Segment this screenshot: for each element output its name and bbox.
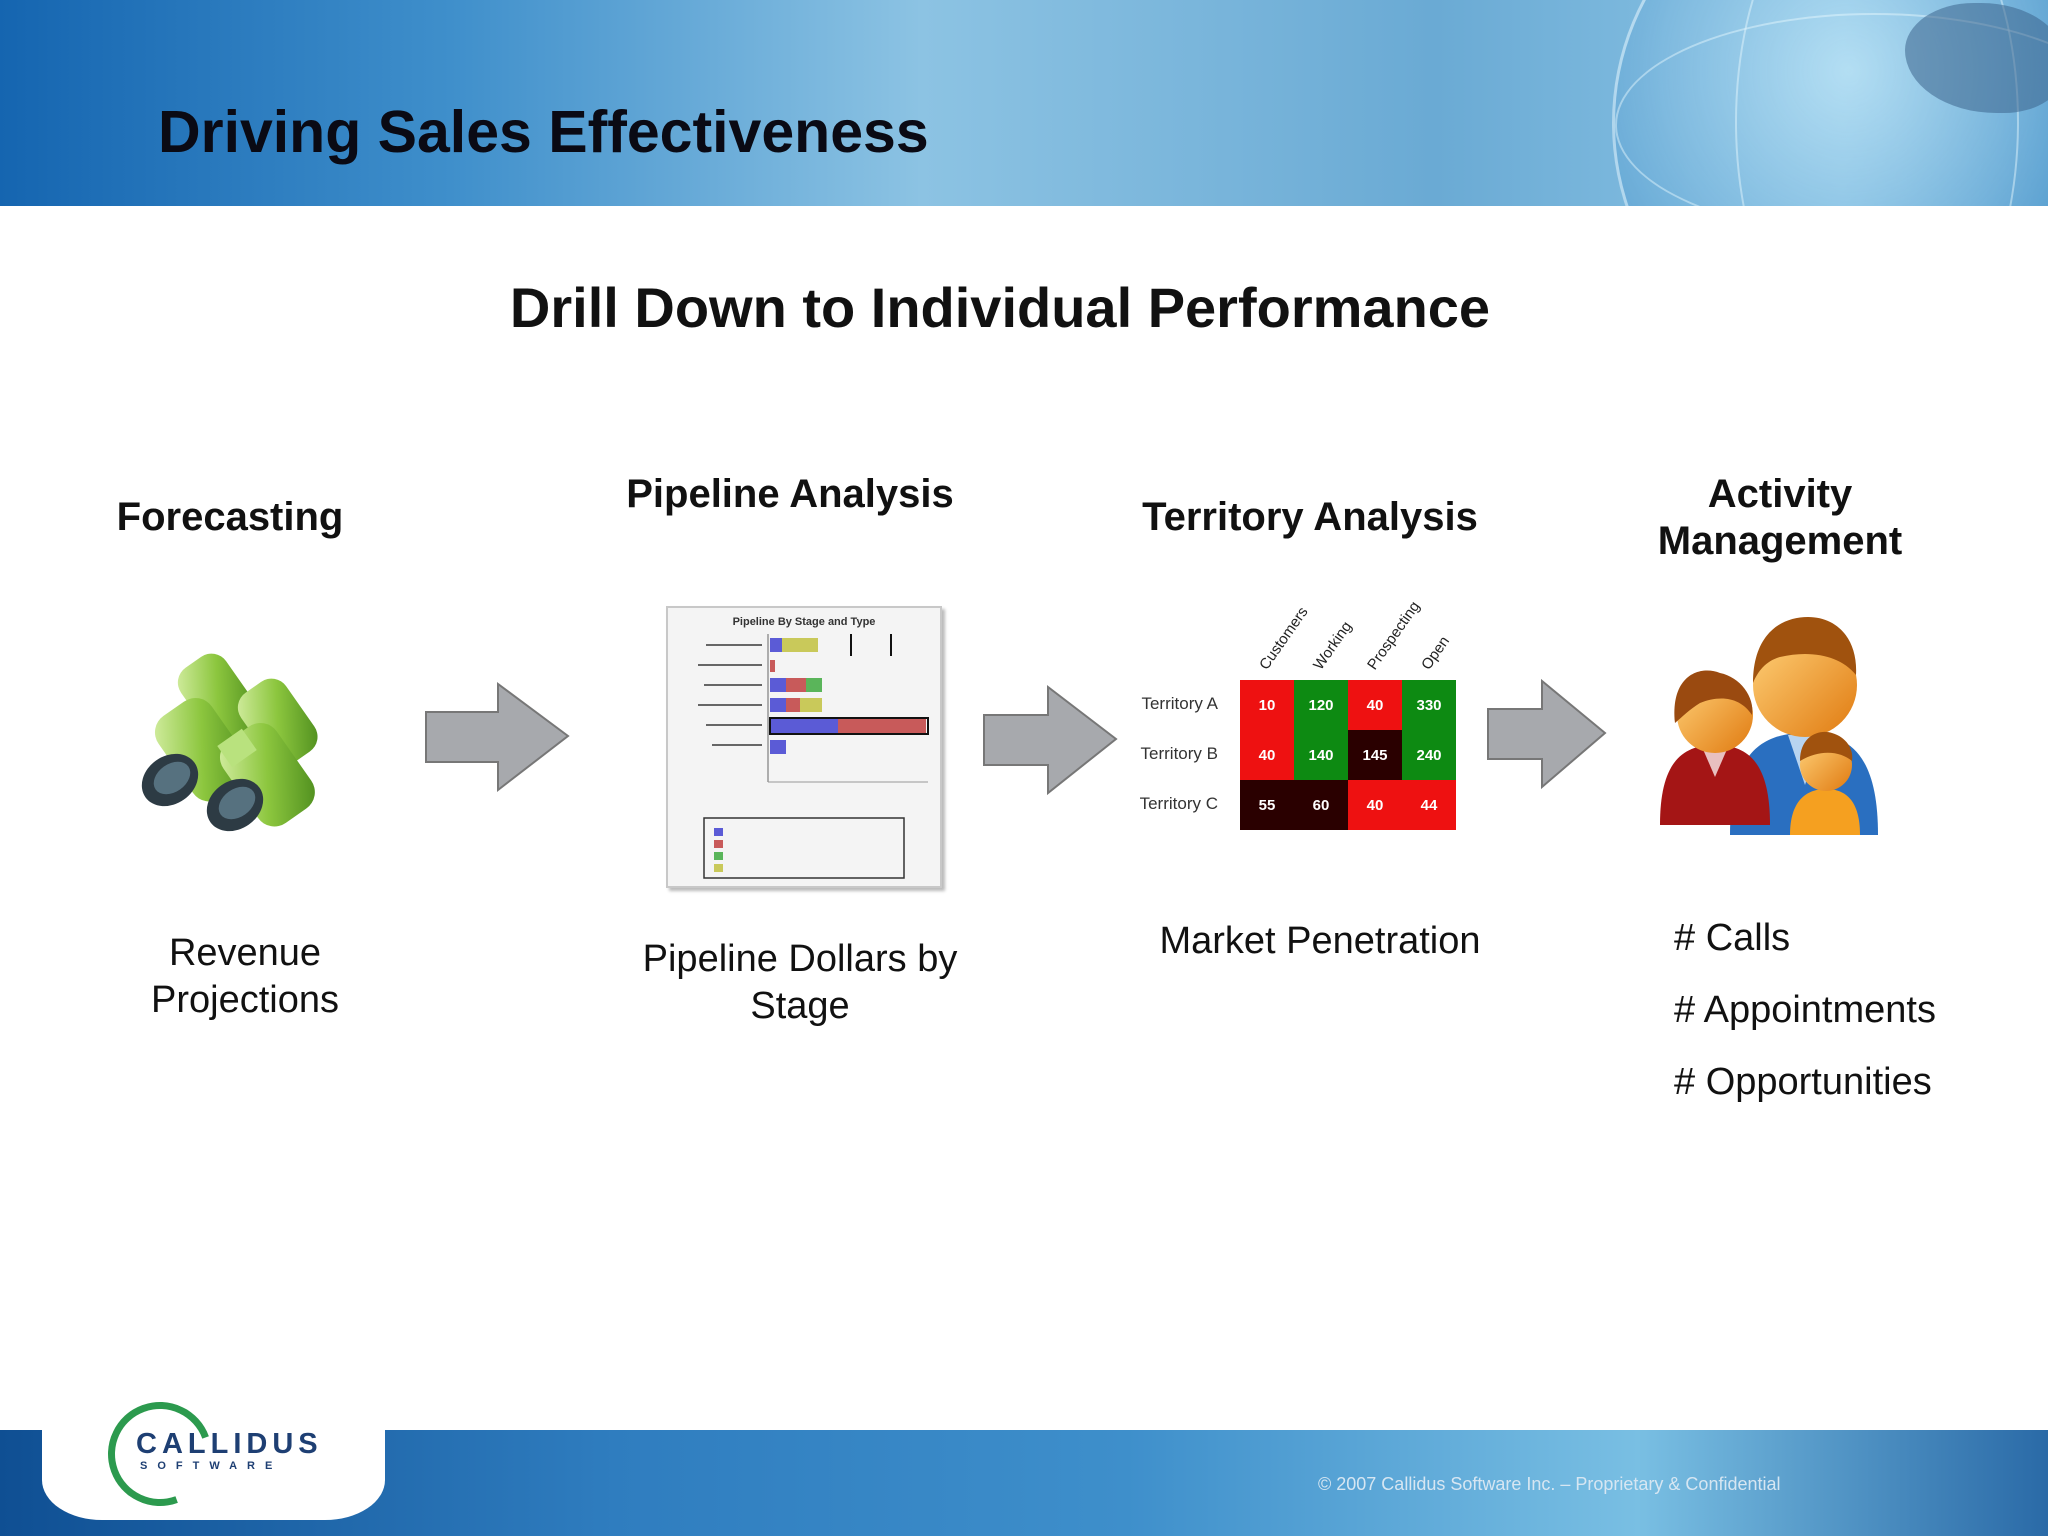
pipeline-caption: Pipeline Dollars by Stage xyxy=(642,938,958,1027)
territory-analysis-heading: Territory Analysis xyxy=(1142,495,1478,539)
territory-cell: 145 xyxy=(1348,730,1402,780)
activity-metric-calls: # Calls xyxy=(1674,917,1791,959)
territory-column-label: Customers xyxy=(1256,603,1312,673)
page-title: Driving Sales Effectiveness xyxy=(158,99,929,165)
territory-cell: 44 xyxy=(1402,780,1456,830)
arrow-right-icon-2 xyxy=(983,684,1118,796)
territory-column-label: Prospecting xyxy=(1364,598,1424,673)
activity-management-heading: Activity Management xyxy=(1657,472,1903,563)
activity-metric-opportunities: # Opportunities xyxy=(1674,1061,1932,1103)
territory-row-label: Territory B xyxy=(1140,744,1218,763)
pipeline-chart-thumbnail: Pipeline By Stage and Type xyxy=(666,606,942,888)
territory-cell: 140 xyxy=(1294,730,1348,780)
logo-name: CALLIDUS xyxy=(136,1428,323,1460)
territory-caption: Market Penetration xyxy=(1159,920,1481,962)
territory-column-label: Working xyxy=(1310,618,1356,673)
territory-row-label: Territory C xyxy=(1139,794,1218,813)
territory-cell: 120 xyxy=(1294,680,1348,730)
pipeline-analysis-heading: Pipeline Analysis xyxy=(626,472,954,516)
territory-column-label: Open xyxy=(1418,633,1454,673)
activity-metrics-list: # Calls # Appointments # Opportunities xyxy=(1674,902,1936,1118)
forecasting-caption: Revenue Projections xyxy=(151,932,339,1021)
forecasting-heading: Forecasting xyxy=(116,495,344,539)
arrow-right-icon-3 xyxy=(1487,678,1607,790)
globe-graphic xyxy=(1612,0,2048,206)
arrow-right-icon-1 xyxy=(425,682,570,793)
header-band xyxy=(0,0,2048,206)
territory-cell: 60 xyxy=(1294,780,1348,830)
territory-row-label: Territory A xyxy=(1141,694,1218,713)
logo-subtitle: SOFTWARE xyxy=(140,1460,283,1472)
slide-subtitle: Drill Down to Individual Performance xyxy=(509,276,1491,339)
binoculars-icon xyxy=(141,653,318,832)
territory-cell: 40 xyxy=(1348,780,1402,830)
territory-cell: 240 xyxy=(1402,730,1456,780)
pipeline-chart-graphic xyxy=(698,634,929,879)
territory-cell: 40 xyxy=(1348,680,1402,730)
territory-cell: 10 xyxy=(1240,680,1294,730)
territory-cell: 330 xyxy=(1402,680,1456,730)
company-logo xyxy=(42,1420,385,1520)
activity-metric-appointments: # Appointments xyxy=(1674,989,1936,1031)
copyright-text: © 2007 Callidus Software Inc. – Propriet… xyxy=(1318,1474,1781,1494)
territory-cell: 40 xyxy=(1240,730,1294,780)
pipeline-chart-title: Pipeline By Stage and Type xyxy=(732,616,876,628)
territory-cell: 55 xyxy=(1240,780,1294,830)
people-icon xyxy=(1660,617,1878,835)
